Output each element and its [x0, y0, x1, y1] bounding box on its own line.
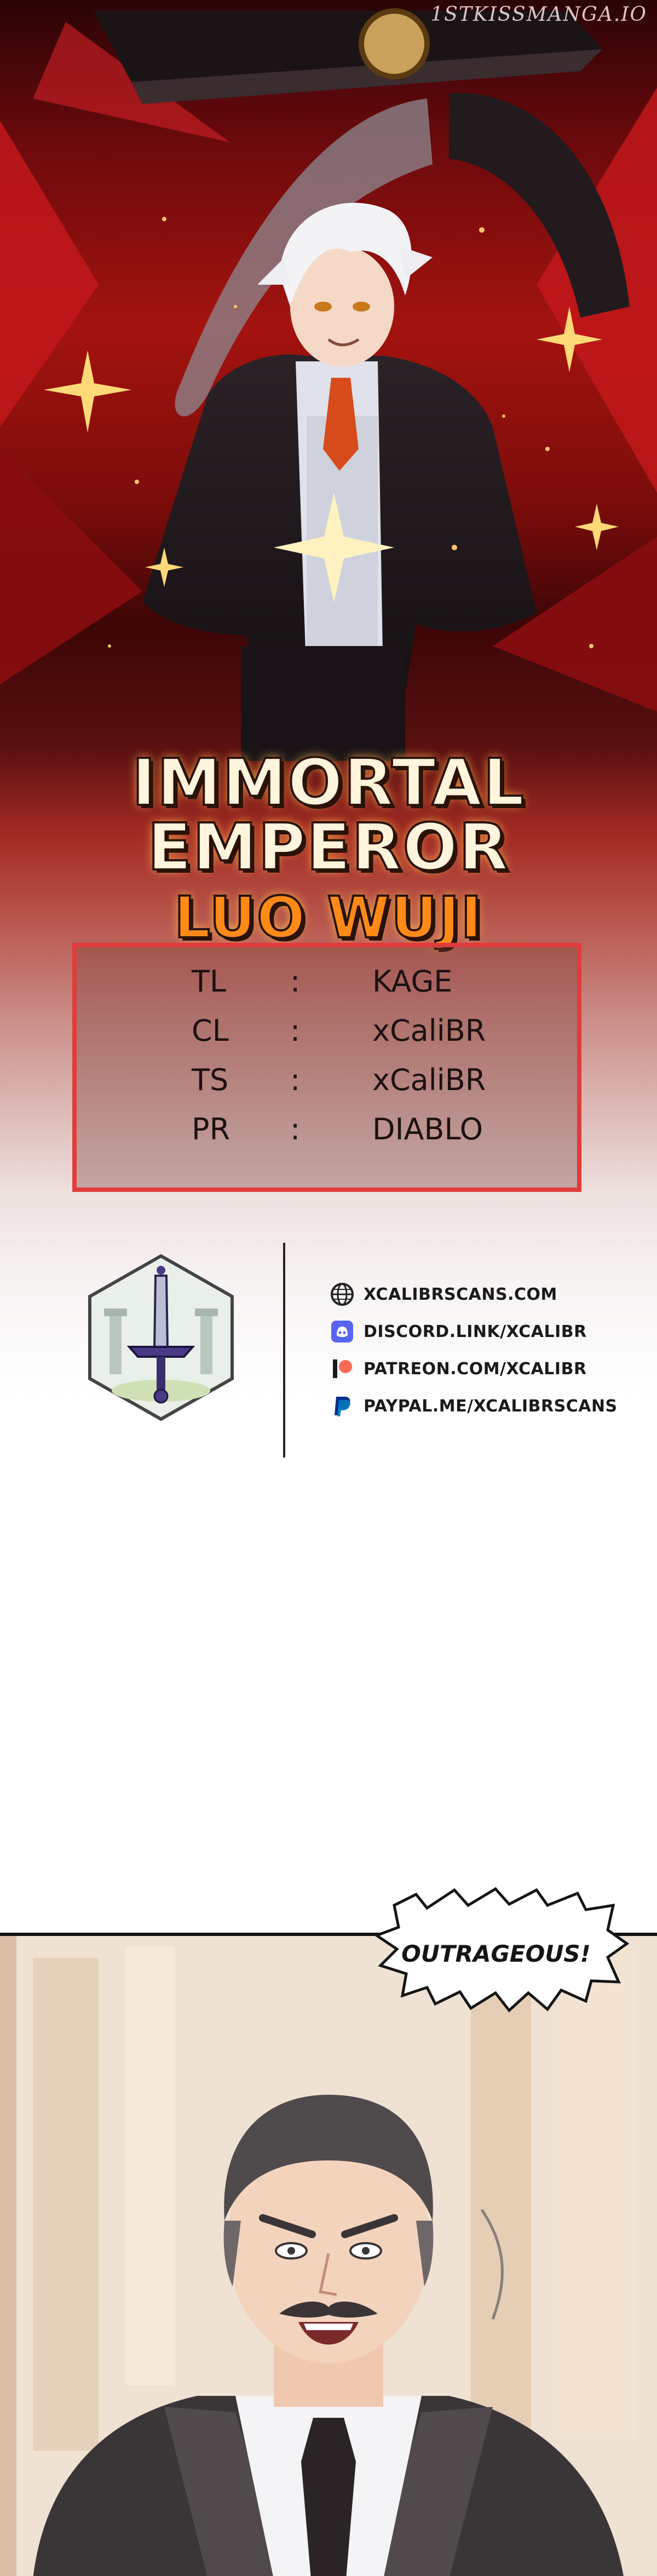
- cover-page: 1STKISSMANGA.IO IMMORTAL EMPEROR LUO WUJ…: [0, 0, 657, 1489]
- credit-separator: :: [290, 964, 301, 999]
- credit-row: TS : xCaliBR: [77, 1056, 577, 1105]
- sword-logo-icon: [88, 1254, 234, 1421]
- panel-illustration: [0, 1936, 657, 2576]
- comic-panel: [0, 1933, 657, 2576]
- title-line-2: LUO WUJI: [173, 884, 483, 951]
- discord-icon: [328, 1318, 356, 1345]
- cover-illustration: [0, 8, 657, 761]
- divider: [283, 1243, 285, 1457]
- credit-role: CL: [192, 1013, 229, 1048]
- link-text: XCALIBRSCANS.COM: [364, 1284, 557, 1304]
- credit-name: xCaliBR: [372, 1013, 486, 1048]
- credit-separator: :: [290, 1063, 301, 1097]
- watermark-text: 1STKISSMANGA.IO: [430, 3, 647, 26]
- credit-row: PR : DIABLO: [77, 1105, 577, 1154]
- globe-icon: [328, 1281, 356, 1308]
- credit-name: xCaliBR: [372, 1063, 486, 1097]
- speech-text: OUTRAGEOUS!: [401, 1940, 591, 1967]
- credit-role: TS: [192, 1063, 229, 1097]
- link-discord[interactable]: DISCORD.LINK/XCALIBR: [328, 1313, 635, 1350]
- title-line-1: IMMORTAL EMPEROR: [131, 745, 526, 885]
- credits-box: TL : KAGE CL : xCaliBR TS : xCaliBR PR :…: [72, 943, 581, 1192]
- speech-bubble: OUTRAGEOUS!: [372, 1883, 630, 2020]
- social-links: XCALIBRSCANS.COM DISCORD.LINK/XCALIBR PA…: [328, 1276, 635, 1425]
- credit-separator: :: [290, 1013, 301, 1048]
- credit-role: TL: [192, 964, 227, 999]
- credit-name: KAGE: [372, 964, 453, 999]
- credit-separator: :: [290, 1112, 301, 1146]
- credit-row: CL : xCaliBR: [77, 1006, 577, 1056]
- credit-name: DIABLO: [372, 1112, 483, 1146]
- link-text: DISCORD.LINK/XCALIBR: [364, 1322, 587, 1341]
- credit-role: PR: [192, 1112, 230, 1146]
- link-text: PATREON.COM/XCALIBR: [364, 1359, 587, 1379]
- patreon-icon: [328, 1355, 356, 1382]
- link-patreon[interactable]: PATREON.COM/XCALIBR: [328, 1350, 635, 1387]
- link-paypal[interactable]: PAYPAL.ME/XCALIBRSCANS: [328, 1387, 635, 1425]
- link-website[interactable]: XCALIBRSCANS.COM: [328, 1276, 635, 1313]
- paypal-icon: [328, 1392, 356, 1420]
- series-title: IMMORTAL EMPEROR LUO WUJI: [0, 745, 657, 951]
- link-text: PAYPAL.ME/XCALIBRSCANS: [364, 1396, 618, 1416]
- credit-row: TL : KAGE: [77, 957, 577, 1006]
